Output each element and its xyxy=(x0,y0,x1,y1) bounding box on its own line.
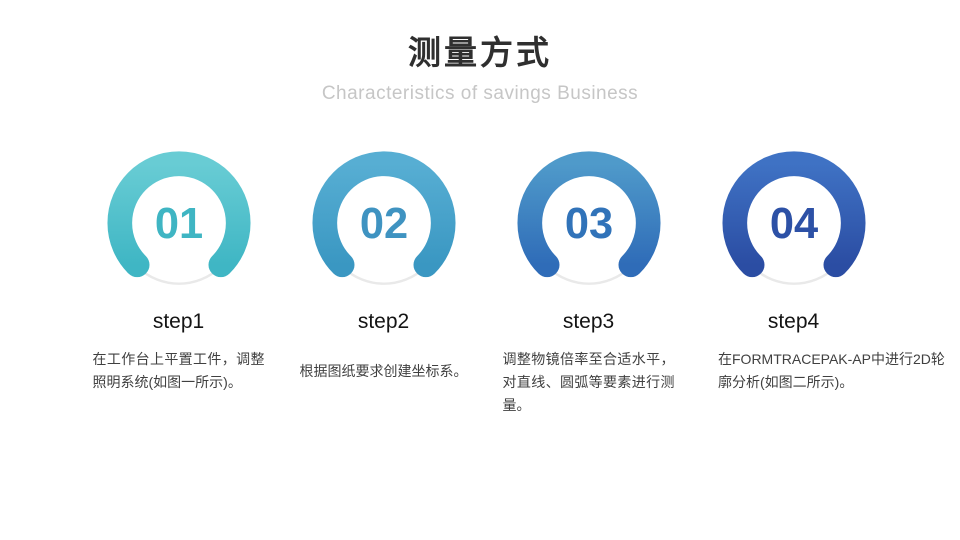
steps-row: 01 step1 在工作台上平置工件，调整照明系统(如图一所示)。 02 ste… xyxy=(76,148,945,417)
gauge-ring-4: 04 xyxy=(722,151,865,285)
page-title: 测量方式 xyxy=(408,34,552,71)
gauge-arc xyxy=(517,151,660,278)
slide-header: 测量方式 Characteristics of savings Business xyxy=(0,26,960,105)
step-column-3: 03 step3 调整物镜倍率至合适水平，对直线、圆弧等要素进行测量。 xyxy=(486,148,691,417)
step-description-4: 在FORMTRACEPAK-AP中进行2D轮廓分析(如图二所示)。 xyxy=(718,351,945,390)
step-label-4: step4 xyxy=(767,310,820,333)
step-column-4: 04 step4 在FORMTRACEPAK-AP中进行2D轮廓分析(如图二所示… xyxy=(691,148,945,417)
gauge-number: 01 xyxy=(154,200,202,248)
step-column-2: 02 step2 根据图纸要求创建坐标系。 xyxy=(281,148,486,417)
gauge-ring-2: 02 xyxy=(312,151,455,285)
gauge-ring-3: 03 xyxy=(517,151,660,285)
step-description-3: 调整物镜倍率至合适水平，对直线、圆弧等要素进行测量。 xyxy=(502,351,675,413)
gauge-ring-1: 01 xyxy=(107,151,250,285)
gauge-number: 03 xyxy=(564,200,612,248)
step-label-3: step3 xyxy=(562,310,615,333)
step-description-1: 在工作台上平置工件，调整照明系统(如图一所示)。 xyxy=(92,351,265,390)
gauge-number: 04 xyxy=(769,200,817,248)
gauge-arc xyxy=(722,151,865,278)
page-subtitle: Characteristics of savings Business xyxy=(321,83,639,104)
step-column-1: 01 step1 在工作台上平置工件，调整照明系统(如图一所示)。 xyxy=(76,148,281,417)
gauge-arc xyxy=(107,151,250,278)
step-label-2: step2 xyxy=(357,310,410,333)
step-label-1: step1 xyxy=(152,310,205,333)
step-description-2: 根据图纸要求创建坐标系。 xyxy=(299,363,468,379)
gauge-arc xyxy=(312,151,455,278)
gauge-number: 02 xyxy=(359,200,407,248)
